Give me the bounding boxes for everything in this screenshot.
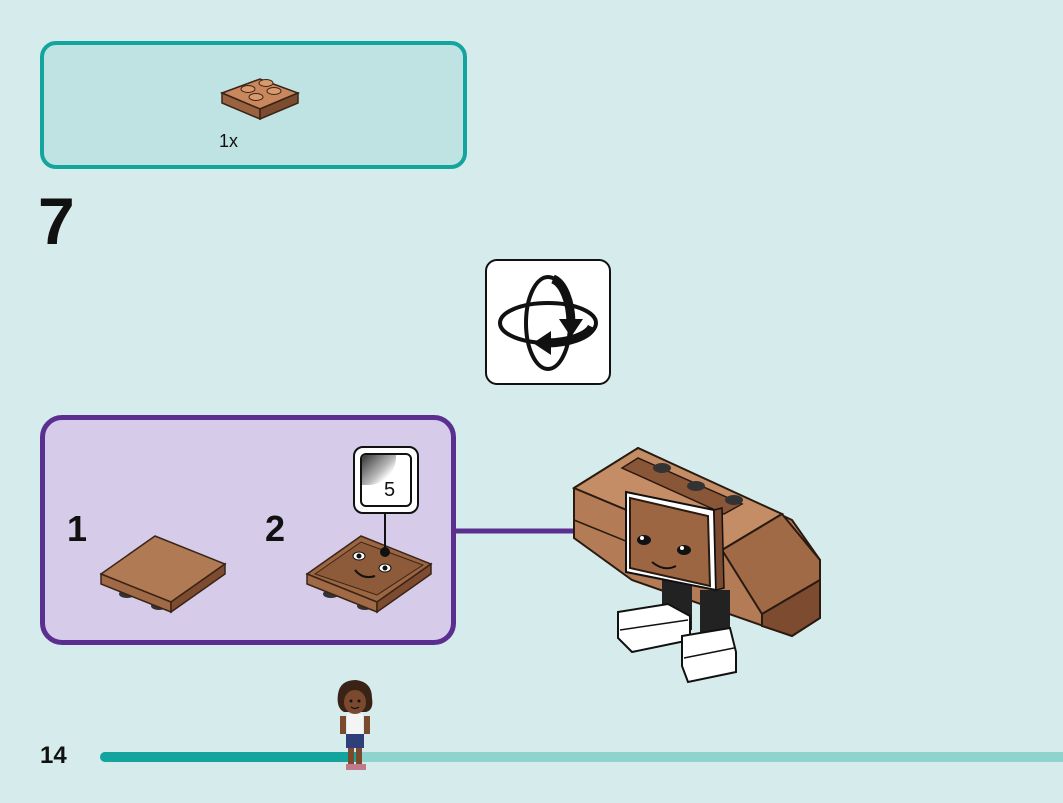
progress-bar	[100, 752, 1063, 762]
parts-list-box: 1x	[40, 41, 467, 169]
sticker-leader-dot	[380, 547, 390, 557]
substep-number-2: 2	[265, 508, 286, 549]
sticker-callout: 5	[353, 446, 419, 514]
step-number: 7	[38, 184, 75, 258]
part-quantity: 1x	[219, 131, 239, 151]
brown-plate-part-icon	[219, 78, 301, 121]
brown-tile-icon	[99, 535, 227, 614]
substep-number-1: 1	[67, 508, 88, 549]
face-tile-icon	[305, 535, 433, 614]
substep-box: 1 2 5	[40, 415, 456, 645]
progress-bar-fill	[100, 752, 360, 762]
model-assembly-icon	[572, 446, 821, 684]
sticker-number: 5	[384, 479, 396, 501]
page-number: 14	[40, 742, 67, 769]
rotate-model-icon	[485, 259, 611, 385]
sticker-leader-line	[384, 514, 386, 550]
minifigure-icon	[337, 680, 373, 770]
